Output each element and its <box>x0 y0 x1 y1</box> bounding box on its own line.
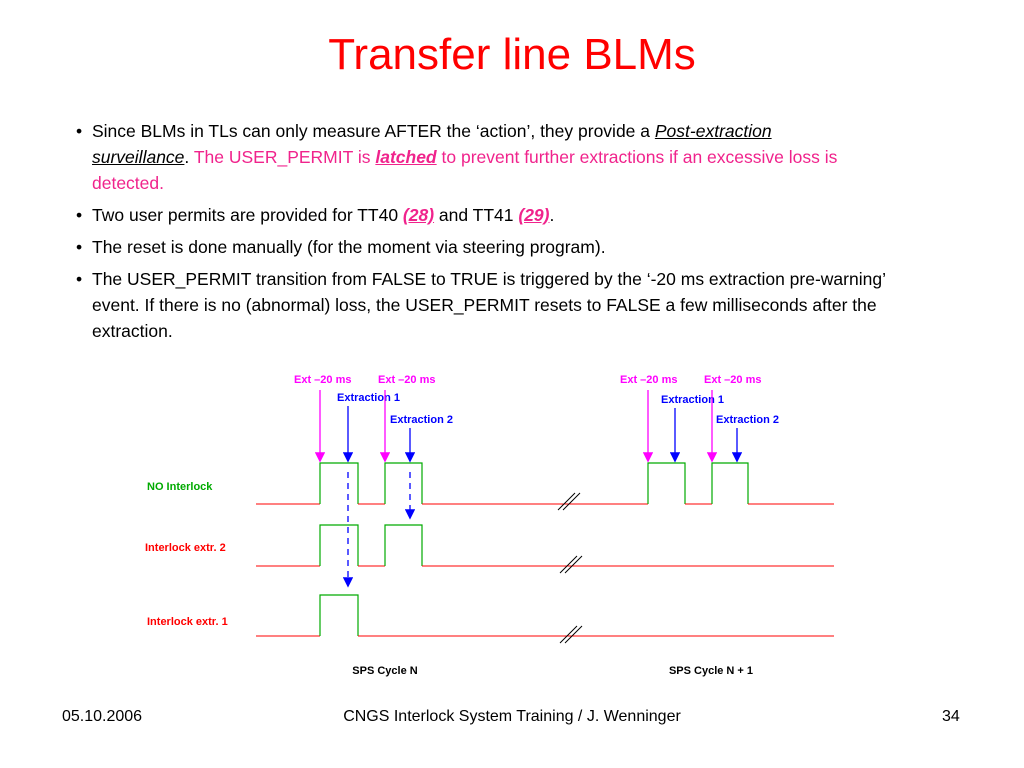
footer-page-number: 34 <box>942 708 960 725</box>
label-ext-20ms-3: Ext –20 ms <box>620 374 677 386</box>
bullet-2-text-b: and TT41 <box>434 205 519 225</box>
bullet-dot: • <box>76 269 83 289</box>
label-extraction-2: Extraction 2 <box>390 414 453 426</box>
row-label-interlock-extr-2: Interlock extr. 2 <box>145 542 226 554</box>
break-marker-2 <box>559 555 583 574</box>
bullet-dot: • <box>76 237 83 257</box>
label-ext-20ms-4: Ext –20 ms <box>704 374 761 386</box>
row-label-no-interlock: NO Interlock <box>147 481 213 493</box>
bullet-1: • Since BLMs in TLs can only measure AFT… <box>70 118 910 196</box>
bullet-1-latched: latched <box>375 147 437 167</box>
bullet-2: • Two user permits are provided for TT40… <box>70 202 910 228</box>
label-ext-20ms-1: Ext –20 ms <box>294 374 351 386</box>
bullet-1-period: . <box>184 147 194 167</box>
signal-no-interlock <box>256 462 834 505</box>
label-extraction-1: Extraction 1 <box>337 392 400 404</box>
bullet-3-text: The reset is done manually (for the mome… <box>92 237 606 257</box>
bullet-4-text: The USER_PERMIT transition from FALSE to… <box>92 269 886 341</box>
break-marker-1 <box>557 492 581 511</box>
break-marker-3 <box>559 625 583 644</box>
bullet-dot: • <box>76 121 83 141</box>
cycle-label-n-plus-1: SPS Cycle N + 1 <box>669 665 753 677</box>
bullet-2-ref-28[interactable]: (28) <box>402 205 435 225</box>
row-label-interlock-extr-1: Interlock extr. 1 <box>147 616 228 628</box>
label-extraction-2b: Extraction 2 <box>716 414 779 426</box>
bullet-3: • The reset is done manually (for the mo… <box>70 234 910 260</box>
timing-diagram: Ext –20 ms Ext –20 ms Extraction 1 Extra… <box>145 374 834 677</box>
bullet-4: • The USER_PERMIT transition from FALSE … <box>70 266 910 344</box>
bullet-2-text-a: Two user permits are provided for TT40 <box>92 205 403 225</box>
footer-date: 05.10.2006 <box>62 708 143 725</box>
bullet-2-text-c: . <box>549 205 555 225</box>
signal-interlock-extr-2 <box>256 524 834 567</box>
bullet-1-surveillance: surveillance <box>92 147 185 167</box>
bullet-1-post-extraction: Post-extraction <box>654 121 772 141</box>
cycle-label-n: SPS Cycle N <box>352 665 417 677</box>
signal-interlock-extr-1 <box>256 594 834 637</box>
bullet-dot: • <box>76 205 83 225</box>
footer-center: CNGS Interlock System Training / J. Wenn… <box>343 708 681 725</box>
bullet-1-text-b: The USER_PERMIT is <box>193 147 376 167</box>
bullet-1-text-a: Since BLMs in TLs can only measure AFTER… <box>92 121 655 141</box>
bullet-1-text-c: to prevent further extractions if an exc… <box>92 147 838 193</box>
bullet-2-ref-29[interactable]: (29) <box>518 205 550 225</box>
slide-title: Transfer line BLMs <box>328 30 696 79</box>
bullet-list: • Since BLMs in TLs can only measure AFT… <box>70 118 910 350</box>
label-extraction-1b: Extraction 1 <box>661 394 724 406</box>
label-ext-20ms-2: Ext –20 ms <box>378 374 435 386</box>
